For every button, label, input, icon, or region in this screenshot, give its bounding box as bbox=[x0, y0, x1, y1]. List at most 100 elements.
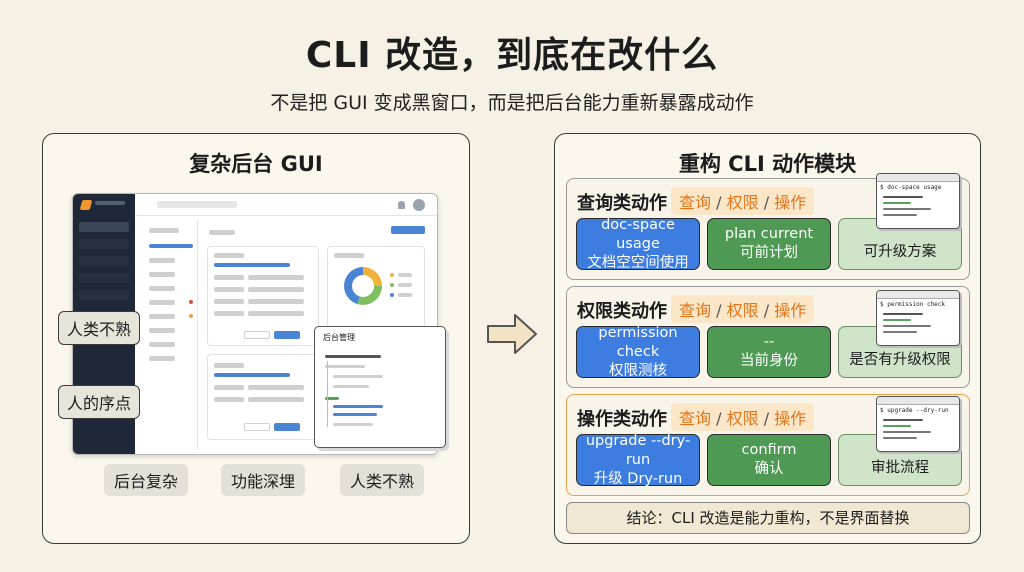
mock-card-line bbox=[248, 287, 304, 292]
action-label: 文档空空间使用 bbox=[587, 254, 689, 271]
terminal-icon: $ upgrade --dry-run bbox=[876, 396, 960, 452]
chip-operation: 操作 bbox=[774, 409, 807, 428]
terminal-line bbox=[883, 196, 923, 198]
mock-card-line bbox=[214, 397, 244, 402]
mock-card-line bbox=[248, 385, 304, 390]
mock-card-line bbox=[214, 263, 290, 267]
action-upgrade-dry-run: upgrade --dry-run 升级 Dry-run bbox=[576, 432, 700, 487]
page-title: CLI 改造，到底在改什么 bbox=[305, 35, 719, 76]
section-title: 操作类动作 bbox=[577, 409, 667, 430]
mock-divider bbox=[197, 220, 198, 450]
bottom-tag: 后台复杂 bbox=[104, 464, 189, 496]
popup-line bbox=[333, 385, 369, 388]
chip-separator: / bbox=[716, 301, 722, 320]
chip-separator: / bbox=[716, 193, 722, 212]
popup-line bbox=[333, 423, 373, 426]
chip-permission: 权限 bbox=[726, 301, 759, 320]
action-label: 可前计划 bbox=[740, 245, 798, 261]
right-panel-title: 重构 CLI 动作模块 bbox=[678, 152, 857, 176]
mock-bell-icon bbox=[398, 201, 405, 209]
mock-search-bar bbox=[157, 201, 237, 208]
mock-card-line bbox=[214, 373, 290, 377]
arrow-right-icon bbox=[487, 314, 537, 354]
section-title: 查询类动作 bbox=[577, 193, 667, 214]
mock-topbar bbox=[135, 194, 437, 216]
section-chips: 查询 / 权限 / 操作 bbox=[671, 295, 815, 323]
terminal-line bbox=[883, 202, 911, 204]
terminal-line bbox=[883, 431, 931, 433]
chip-separator: / bbox=[763, 409, 770, 428]
admin-popup: 后台管理 bbox=[314, 326, 446, 448]
terminal-line bbox=[883, 313, 923, 315]
action-confirm: confirm 确认 bbox=[707, 434, 831, 486]
terminal-line bbox=[883, 325, 931, 327]
action-label: 可升级方案 bbox=[863, 243, 937, 260]
conclusion-box: 结论：CLI 改造是能力重构，不是界面替换 bbox=[566, 502, 970, 534]
mock-list-line bbox=[149, 300, 175, 305]
mock-card-line bbox=[248, 311, 304, 316]
mock-list-line bbox=[149, 286, 175, 291]
mock-heading-line bbox=[209, 230, 235, 235]
mock-list-line bbox=[149, 314, 175, 319]
mock-secondary-button bbox=[244, 331, 270, 339]
terminal-line bbox=[883, 214, 917, 216]
mock-avatar bbox=[413, 199, 425, 211]
mock-primary-button bbox=[274, 423, 300, 431]
terminal-command: $ doc-space usage bbox=[880, 184, 942, 191]
mock-list-line bbox=[149, 258, 175, 263]
action-command: confirm bbox=[741, 442, 797, 458]
mock-card-line bbox=[248, 397, 304, 402]
chip-permission: 权限 bbox=[726, 409, 759, 428]
action-plan-current: plan current 可前计划 bbox=[707, 218, 831, 270]
action-label: 审批流程 bbox=[871, 459, 929, 476]
mock-sidebar-item bbox=[79, 273, 129, 283]
action-label: 确认 bbox=[754, 461, 784, 477]
terminal-icon: $ permission check bbox=[876, 290, 960, 346]
mock-secondary-button bbox=[244, 423, 270, 431]
terminal-line bbox=[883, 331, 917, 333]
mock-card-line bbox=[334, 253, 364, 258]
mock-card-line bbox=[214, 311, 244, 316]
mock-list-line bbox=[149, 272, 175, 277]
mock-card-line bbox=[214, 253, 244, 258]
chip-permission: 权限 bbox=[726, 193, 759, 212]
popup-line bbox=[325, 397, 339, 400]
action-command: upgrade --dry-run bbox=[585, 432, 691, 468]
terminal-line bbox=[883, 208, 931, 210]
donut-chart-icon bbox=[344, 267, 382, 305]
action-label: 是否有升级权限 bbox=[849, 351, 951, 368]
section-title: 权限类动作 bbox=[577, 301, 667, 322]
popup-line bbox=[333, 375, 383, 378]
mock-primary-button bbox=[391, 226, 425, 234]
chip-separator: / bbox=[763, 301, 770, 320]
popup-line bbox=[325, 355, 381, 358]
mock-list-line bbox=[149, 342, 175, 347]
action-label: 当前身份 bbox=[740, 353, 798, 369]
page-subtitle: 不是把 GUI 变成黑窗口，而是把后台能力重新暴露成动作 bbox=[270, 92, 754, 114]
mock-card-line bbox=[214, 275, 244, 280]
mock-card-line bbox=[248, 299, 304, 304]
mock-sidebar-item bbox=[79, 256, 129, 266]
mock-card-line bbox=[398, 273, 412, 277]
mock-list-line bbox=[149, 328, 175, 333]
terminal-icon: $ doc-space usage bbox=[876, 173, 960, 229]
mock-legend-dot bbox=[390, 293, 394, 297]
popup-line bbox=[333, 413, 377, 416]
action-label: 权限测核 bbox=[609, 362, 667, 379]
logo-icon bbox=[79, 200, 93, 210]
mock-dot-orange bbox=[189, 314, 193, 318]
bottom-tag: 人类不熟 bbox=[340, 464, 425, 496]
chip-query: 查询 bbox=[679, 193, 712, 212]
terminal-line bbox=[883, 419, 923, 421]
mock-card-line bbox=[398, 283, 412, 287]
mock-legend-dot bbox=[390, 283, 394, 287]
terminal-line bbox=[883, 437, 917, 439]
side-tag: 人类不熟 bbox=[58, 311, 141, 345]
left-panel-title: 复杂后台 GUI bbox=[189, 152, 323, 176]
mock-sidebar-item bbox=[79, 290, 129, 300]
mock-primary-button bbox=[274, 331, 300, 339]
section-chips: 查询 / 权限 / 操作 bbox=[671, 403, 815, 431]
mock-card bbox=[207, 354, 319, 440]
mock-card-line bbox=[214, 299, 244, 304]
section-chips: 查询 / 权限 / 操作 bbox=[671, 187, 815, 215]
